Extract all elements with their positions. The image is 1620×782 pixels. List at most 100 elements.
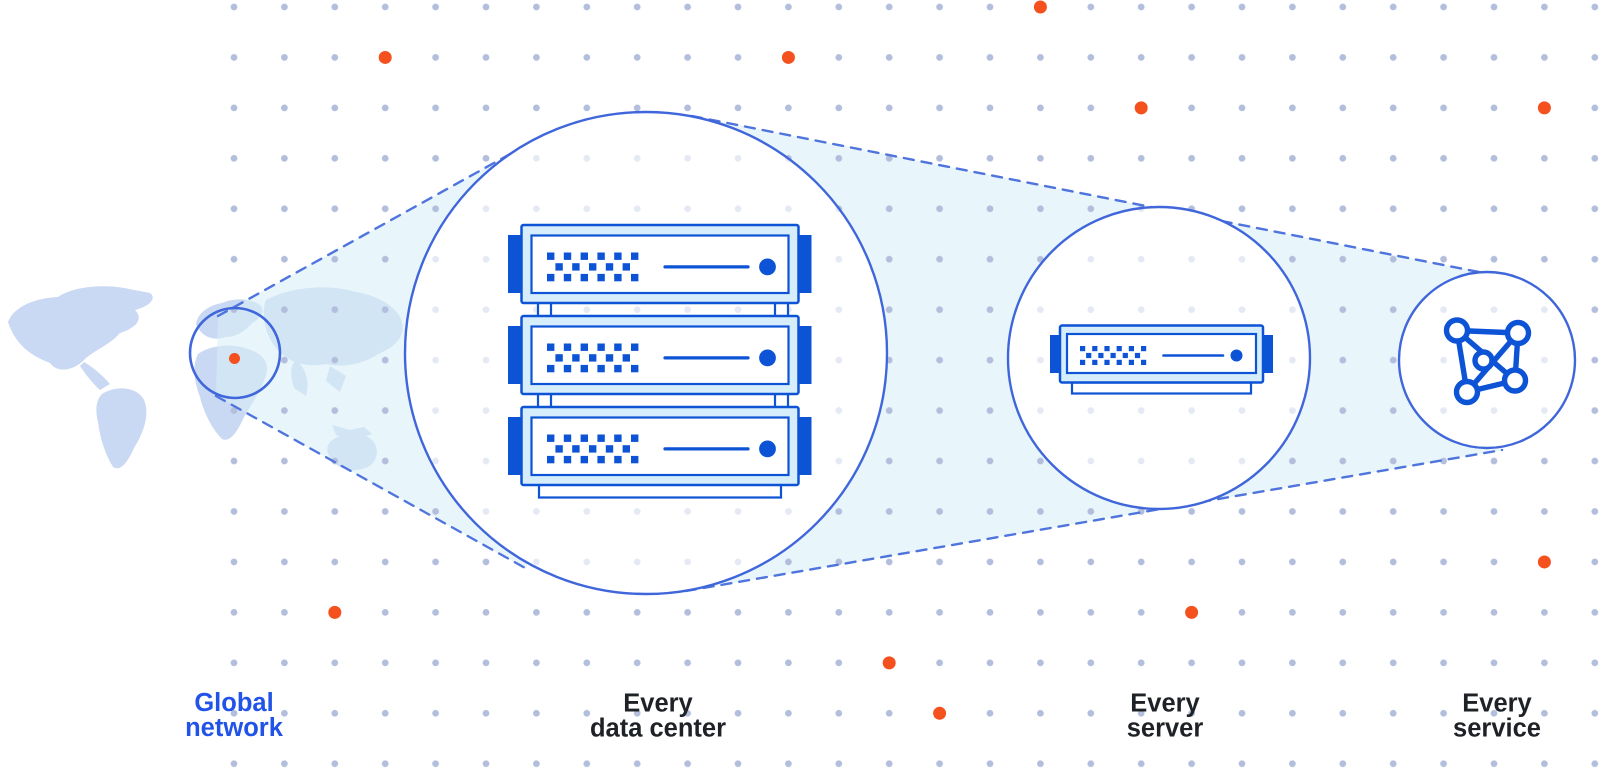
server-power-dot bbox=[759, 440, 776, 458]
single-server bbox=[1050, 324, 1273, 395]
labels: Global network Every data center Every s… bbox=[185, 689, 1541, 743]
orange-dot bbox=[933, 706, 947, 720]
server-led-square bbox=[1116, 346, 1122, 352]
network-node bbox=[1504, 319, 1532, 347]
server-base bbox=[1070, 381, 1253, 395]
orange-dot bbox=[328, 605, 342, 619]
server-ear-left bbox=[508, 417, 522, 475]
landmass-north-america bbox=[8, 286, 153, 370]
server-led-square bbox=[1141, 346, 1147, 352]
data-center-circle bbox=[403, 110, 889, 596]
landmass-south-america bbox=[96, 388, 147, 469]
orange-dot bbox=[378, 50, 392, 64]
server-led-square bbox=[1134, 352, 1141, 359]
server-faceplate bbox=[530, 325, 790, 386]
label-every-service-line2: service bbox=[1453, 715, 1541, 743]
server-led-square bbox=[572, 263, 580, 271]
server-power-dot bbox=[759, 349, 776, 367]
orange-accent-dots bbox=[328, 0, 1551, 720]
server-led-square bbox=[1086, 352, 1092, 359]
server-led-square bbox=[605, 263, 614, 271]
service-circle bbox=[1397, 270, 1577, 450]
server-led-square bbox=[563, 364, 572, 373]
server-led-square bbox=[555, 354, 563, 362]
server-led-square bbox=[614, 343, 622, 351]
server-led-square bbox=[605, 445, 614, 453]
server-led-square bbox=[563, 252, 572, 260]
server-led-square bbox=[1122, 352, 1128, 359]
service-circle-outline bbox=[1397, 270, 1577, 450]
server-led-square bbox=[580, 343, 588, 351]
dashed-line-top-left bbox=[216, 141, 532, 318]
server-led-square bbox=[589, 445, 597, 453]
server-ear-right bbox=[797, 417, 812, 475]
server-ear-right bbox=[797, 326, 812, 384]
dashed-line-bottom-right bbox=[684, 448, 1504, 593]
server-led-matrix bbox=[1080, 346, 1147, 365]
server-led-square bbox=[563, 343, 572, 351]
server-unit-1 bbox=[508, 223, 812, 305]
server-led-square bbox=[631, 455, 639, 464]
server-led-square bbox=[547, 455, 555, 464]
server-led-square bbox=[1104, 346, 1110, 352]
server-led-square bbox=[580, 434, 588, 442]
server-power-dot bbox=[759, 258, 776, 276]
label-every-server-line1: Every bbox=[1130, 690, 1200, 718]
orange-dot bbox=[1537, 555, 1551, 569]
server-power-dot bbox=[1230, 349, 1243, 362]
server-led-square bbox=[555, 445, 563, 453]
map-focus-circle bbox=[188, 306, 282, 400]
server-led-square bbox=[547, 434, 555, 442]
server-led-square bbox=[631, 343, 639, 351]
server-led-square bbox=[622, 263, 630, 271]
orange-dot bbox=[1537, 101, 1551, 115]
server-circle bbox=[1006, 205, 1312, 511]
server-led-square bbox=[622, 354, 630, 362]
orange-dot bbox=[882, 656, 896, 670]
server-led-square bbox=[547, 273, 555, 282]
server-led-square bbox=[1080, 346, 1086, 352]
server-led-square bbox=[589, 354, 597, 362]
rack-base bbox=[537, 483, 783, 499]
server-unit-3 bbox=[508, 405, 812, 487]
server-led-square bbox=[572, 445, 580, 453]
server-led-square bbox=[631, 434, 639, 442]
label-every-data-center-line2: data center bbox=[590, 715, 726, 743]
server-faceplate bbox=[530, 234, 790, 295]
data-center-circle-outline bbox=[403, 110, 889, 596]
server-led-square bbox=[1116, 359, 1122, 365]
server-ear-left bbox=[508, 326, 522, 384]
server-led-square bbox=[1092, 359, 1098, 365]
server-led-square bbox=[563, 434, 572, 442]
server-led-square bbox=[1128, 359, 1134, 365]
server-led-square bbox=[614, 364, 622, 373]
server-led-square bbox=[1104, 359, 1110, 365]
label-global-network-line2: network bbox=[185, 714, 284, 742]
server-led-square bbox=[597, 364, 605, 373]
dashed-line-top-right bbox=[690, 114, 1506, 279]
map-location-marker bbox=[229, 353, 240, 364]
server-faceplate bbox=[1065, 332, 1258, 375]
server-led-square bbox=[597, 434, 605, 442]
server-led-square bbox=[614, 455, 622, 464]
server-led-square bbox=[580, 364, 588, 373]
server-led-square bbox=[589, 263, 597, 271]
server-led-square bbox=[1141, 359, 1147, 365]
server-led-square bbox=[614, 434, 622, 442]
network-graph-icon bbox=[1443, 317, 1532, 406]
dashed-line-bottom-left bbox=[214, 394, 529, 571]
server-led-square bbox=[631, 364, 639, 373]
server-led-square bbox=[1098, 352, 1104, 359]
server-led-square bbox=[597, 455, 605, 464]
label-every-data-center-line1: Every bbox=[623, 690, 693, 718]
server-led-square bbox=[580, 252, 588, 260]
orange-dot bbox=[781, 50, 795, 64]
server-rack bbox=[508, 223, 812, 499]
server-led-square bbox=[614, 273, 622, 282]
server-led-square bbox=[1110, 352, 1116, 359]
network-node bbox=[1443, 317, 1471, 344]
label-every-service-line1: Every bbox=[1462, 690, 1532, 718]
server-led-square bbox=[631, 273, 639, 282]
